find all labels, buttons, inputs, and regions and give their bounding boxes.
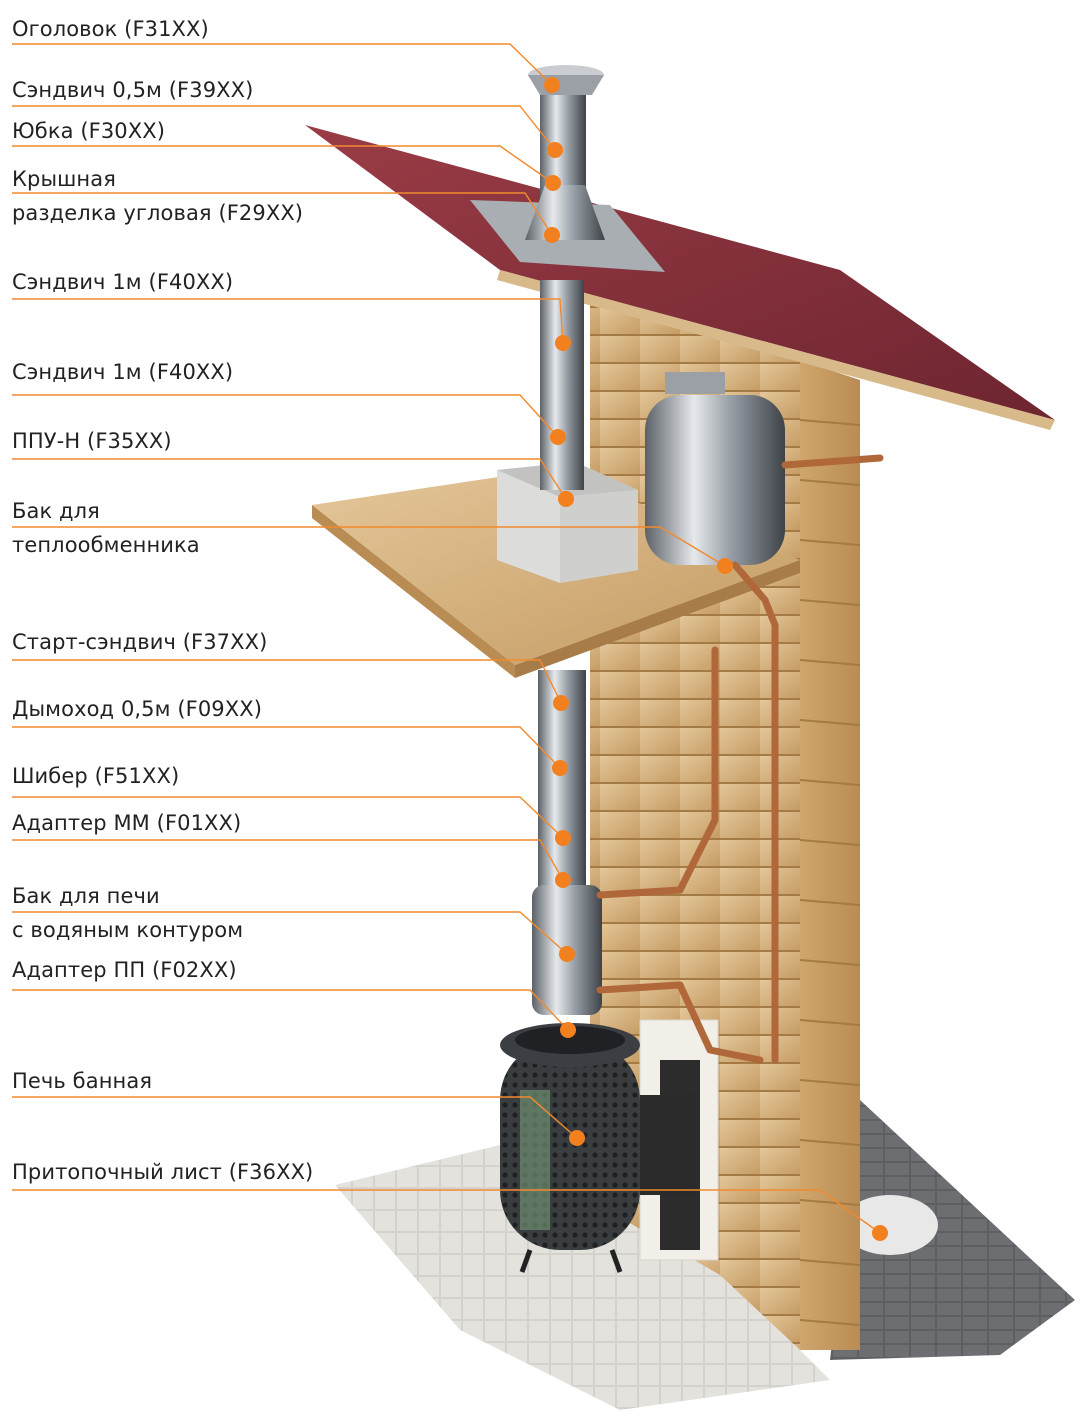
label-cap-line1: Оголовок (F31XX): [12, 17, 209, 41]
leader-line-adapter-pp: [12, 989, 569, 1031]
leader-dot-sandwich-1m-a: [555, 335, 571, 351]
label-sauna-stove: Печь банная: [12, 1064, 152, 1098]
wall-tank: [645, 395, 785, 565]
label-heat-exchanger-tank-line1: Бак для: [12, 499, 100, 523]
leader-dot-adapter-mm: [555, 872, 571, 888]
leader-line-skirt: [12, 145, 554, 184]
roof: [305, 125, 1055, 420]
leader-line-sandwich-05: [12, 105, 556, 151]
label-hearth-sheet-line1: Притопочный лист (F36XX): [12, 1160, 314, 1184]
label-ppu-n: ППУ-Н (F35XX): [12, 424, 172, 458]
label-heat-exchanger-tank-line2: теплообменника: [12, 533, 200, 557]
label-skirt-line1: Юбка (F30XX): [12, 119, 166, 143]
label-adapter-mm-line1: Адаптер ММ (F01XX): [12, 811, 242, 835]
leader-dot-skirt: [545, 175, 561, 191]
label-chimney-05: Дымоход 0,5м (F09XX): [12, 692, 262, 726]
leader-dot-sauna-stove: [569, 1130, 585, 1146]
leader-line-damper: [12, 796, 564, 839]
label-damper: Шибер (F51XX): [12, 759, 179, 793]
label-adapter-pp: Адаптер ПП (F02XX): [12, 953, 237, 987]
leader-dot-sandwich-1m-b: [550, 429, 566, 445]
floor-tiles: [335, 1145, 830, 1410]
label-start-sandwich-line1: Старт-сэндвич (F37XX): [12, 630, 268, 654]
label-roof-penetration-line1: Крышная: [12, 167, 116, 191]
label-hearth-sheet: Притопочный лист (F36XX): [12, 1155, 313, 1189]
leader-line-sandwich-1m-a: [12, 298, 564, 344]
label-sandwich-05: Сэндвич 0,5м (F39XX): [12, 73, 253, 107]
label-stove-tank: Бак для печи с водяным контуром: [12, 879, 243, 947]
label-sandwich-1m-b-line1: Сэндвич 1м (F40XX): [12, 360, 234, 384]
leader-lines: [12, 43, 888, 1241]
leader-line-sauna-stove: [12, 1096, 578, 1139]
leader-line-sandwich-1m-b: [12, 394, 559, 438]
label-sandwich-1m-a-line1: Сэндвич 1м (F40XX): [12, 270, 234, 294]
leader-dot-hearth-sheet: [872, 1225, 888, 1241]
leader-line-heat-exchanger-tank: [12, 526, 726, 567]
leader-dot-cap: [544, 77, 560, 93]
label-roof-penetration-line2: разделка угловая (F29XX): [12, 201, 304, 225]
leader-line-roof-penetration: [12, 192, 553, 236]
leader-dot-heat-exchanger-tank: [717, 558, 733, 574]
label-adapter-pp-line1: Адаптер ПП (F02XX): [12, 958, 237, 982]
leader-line-start-sandwich: [12, 659, 562, 704]
label-sandwich-1m-a: Сэндвич 1м (F40XX): [12, 265, 233, 299]
label-sandwich-05-line1: Сэндвич 0,5м (F39XX): [12, 78, 254, 102]
label-start-sandwich: Старт-сэндвич (F37XX): [12, 625, 267, 659]
floor-dark: [830, 1100, 1075, 1360]
label-damper-line1: Шибер (F51XX): [12, 764, 180, 788]
leader-dot-damper: [555, 830, 571, 846]
wall-side: [800, 360, 860, 1350]
leader-line-cap: [12, 43, 553, 86]
label-skirt: Юбка (F30XX): [12, 114, 165, 148]
leader-line-stove-tank: [12, 911, 568, 955]
label-cap: Оголовок (F31XX): [12, 12, 209, 46]
leader-dot-roof-penetration: [544, 227, 560, 243]
chimney-upper: [540, 280, 584, 490]
leader-line-ppu-n: [12, 458, 567, 500]
leader-line-hearth-sheet: [12, 1189, 881, 1234]
leader-dot-sandwich-05: [547, 142, 563, 158]
skirt-cone: [525, 185, 605, 240]
label-roof-penetration: Крышная разделка угловая (F29XX): [12, 162, 303, 230]
leader-dot-adapter-pp: [560, 1022, 576, 1038]
leader-dot-start-sandwich: [553, 695, 569, 711]
drain-plate: [842, 1195, 938, 1255]
leader-line-chimney-05: [12, 726, 561, 769]
leader-dot-ppu-n: [558, 491, 574, 507]
label-adapter-mm: Адаптер ММ (F01XX): [12, 806, 241, 840]
leader-dot-stove-tank: [559, 946, 575, 962]
label-sandwich-1m-b: Сэндвич 1м (F40XX): [12, 355, 233, 389]
label-stove-tank-line1: Бак для печи: [12, 884, 160, 908]
label-stove-tank-line2: с водяным контуром: [12, 918, 244, 942]
label-ppu-n-line1: ППУ-Н (F35XX): [12, 429, 172, 453]
leader-dot-chimney-05: [552, 760, 568, 776]
label-sauna-stove-line1: Печь банная: [12, 1069, 153, 1093]
leader-line-adapter-mm: [12, 839, 564, 881]
label-chimney-05-line1: Дымоход 0,5м (F09XX): [12, 697, 263, 721]
label-heat-exchanger-tank: Бак для теплообменника: [12, 494, 200, 562]
